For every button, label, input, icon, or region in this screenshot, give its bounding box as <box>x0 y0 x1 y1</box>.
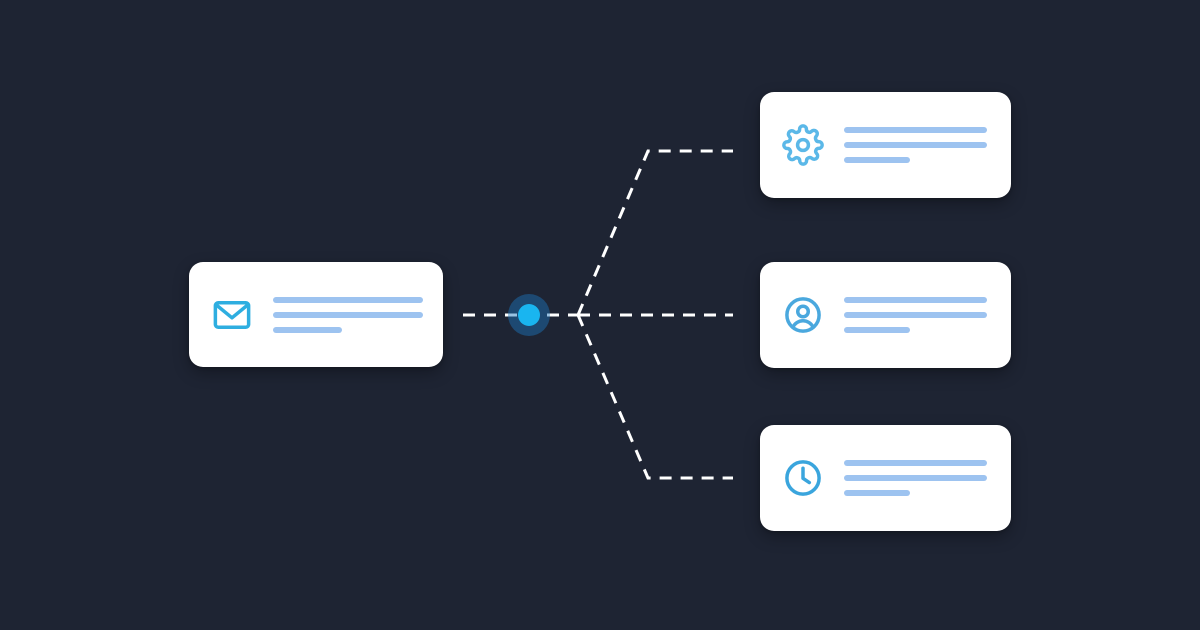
placeholder-line <box>844 312 987 318</box>
connector-hub-to-settings <box>576 149 733 316</box>
placeholder-line <box>844 297 987 303</box>
placeholder-line <box>844 127 987 133</box>
placeholder-line <box>844 327 910 333</box>
target-profile-placeholder-lines <box>844 297 987 333</box>
connector-hub-to-schedule <box>576 314 733 480</box>
target-settings-card[interactable] <box>760 92 1011 198</box>
gear-icon <box>782 124 824 166</box>
hub-core <box>518 304 540 326</box>
placeholder-line <box>844 490 910 496</box>
target-schedule-placeholder-lines <box>844 460 987 496</box>
placeholder-line <box>844 460 987 466</box>
placeholder-line <box>273 311 423 318</box>
source-message-card[interactable] <box>189 262 443 367</box>
placeholder-line <box>844 157 910 163</box>
placeholder-line <box>844 142 987 148</box>
distribution-hub-node[interactable] <box>508 294 550 336</box>
placeholder-line <box>273 296 423 303</box>
source-placeholder-lines <box>273 296 423 333</box>
target-settings-placeholder-lines <box>844 127 987 163</box>
placeholder-line <box>273 326 342 333</box>
envelope-icon <box>211 294 253 336</box>
target-profile-card[interactable] <box>760 262 1011 368</box>
placeholder-line <box>844 475 987 481</box>
target-schedule-card[interactable] <box>760 425 1011 531</box>
user-circle-icon <box>782 294 824 336</box>
clock-icon <box>782 457 824 499</box>
